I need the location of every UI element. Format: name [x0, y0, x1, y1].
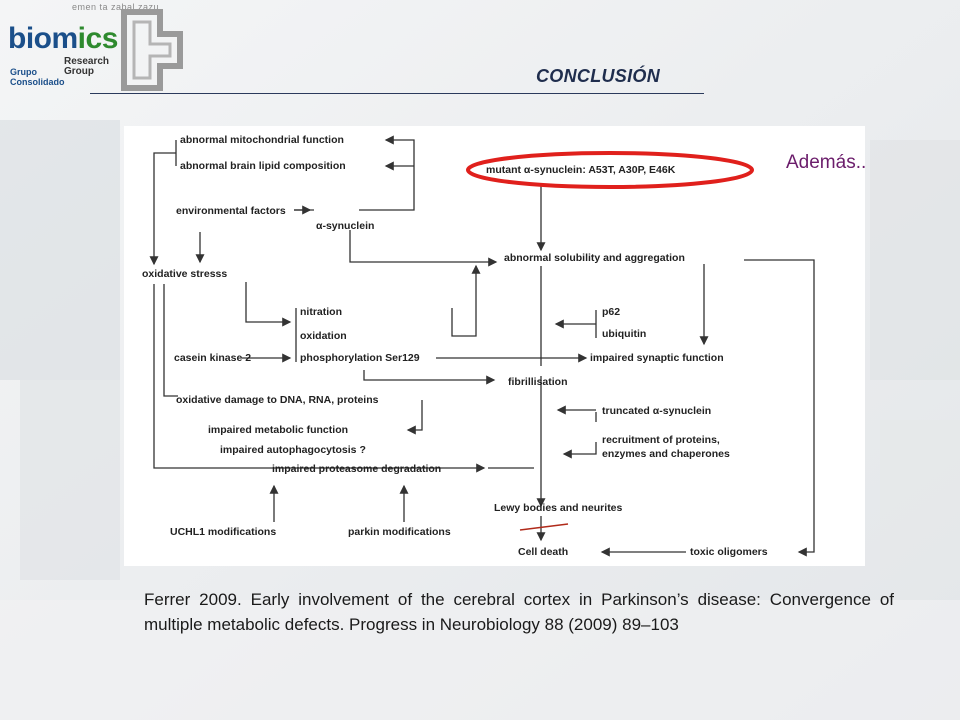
- truncated-prefix: truncated: [602, 405, 653, 417]
- logo-research-group: Research Group: [64, 57, 109, 77]
- pathway-diagram: abnormal mitochondrial function abnormal…: [124, 126, 865, 566]
- node-abnormal-brain-lipid: abnormal brain lipid composition: [180, 160, 346, 172]
- node-oxidative-damage: oxidative damage to DNA, RNA, proteins: [176, 394, 379, 406]
- asyn-label: -synuclein: [322, 220, 375, 232]
- node-impaired-synaptic-function: impaired synaptic function: [590, 352, 724, 364]
- page-title: CONCLUSIÓN: [536, 66, 660, 86]
- ademas-note: Además..: [786, 152, 867, 173]
- node-abnormal-solubility: abnormal solubility and aggregation: [504, 252, 685, 264]
- mutant-prefix: mutant: [486, 164, 524, 176]
- reference-citation: Ferrer 2009. Early involvement of the ce…: [144, 590, 894, 634]
- node-parkin-modifications: parkin modifications: [348, 526, 451, 538]
- logo-word-part1: biom: [8, 22, 78, 55]
- node-fibrillisation: fibrillisation: [508, 376, 568, 388]
- node-p62: p62: [602, 306, 621, 318]
- node-phosphorylation-ser129: phosphorylation Ser129: [300, 352, 420, 364]
- node-toxic-oligomers: toxic oligomers: [690, 546, 768, 558]
- logo-wordmark: biomics: [8, 22, 118, 56]
- node-abnormal-mitochondrial-function: abnormal mitochondrial function: [180, 134, 344, 146]
- node-ubiquitin: ubiquitin: [602, 328, 647, 340]
- diagram-connectors: [149, 135, 815, 557]
- alpha-glyph: α: [523, 164, 531, 176]
- logo-grupo-consolidado: Grupo Consolidado: [10, 67, 65, 87]
- logo-word-part2: ics: [77, 22, 119, 55]
- node-cell-death: Cell death: [518, 546, 569, 558]
- highlight-ellipse: [466, 151, 754, 189]
- node-impaired-metabolic-function: impaired metabolic function: [208, 424, 349, 436]
- header-divider: [90, 93, 704, 94]
- logo-grupo-line2: Consolidado: [10, 77, 65, 87]
- node-environmental-factors: environmental factors: [176, 205, 286, 217]
- mutant-suffix: -synuclein: A53T, A30P, E46K: [530, 164, 676, 176]
- node-truncated-alpha-synuclein: truncated α-synuclein: [602, 405, 711, 417]
- node-casein-kinase-2: casein kinase 2: [174, 352, 252, 364]
- node-recruitment-line1: recruitment of proteins,: [602, 434, 720, 446]
- node-mutant-alpha-synuclein: mutant α-synuclein: A53T, A30P, E46K: [486, 164, 675, 176]
- biomics-logo: emen ta zabal zazu biomics Research Grou…: [0, 0, 200, 95]
- truncated-suffix: -synuclein: [659, 405, 712, 417]
- logo-grupo-line1: Grupo: [10, 67, 37, 77]
- logo-tagline: emen ta zabal zazu: [72, 2, 160, 12]
- crossed-arrow-mark: [519, 523, 569, 531]
- node-alpha-synuclein: α-synuclein: [316, 220, 374, 232]
- node-uchl1-modifications: UCHL1 modifications: [170, 526, 277, 538]
- node-nitration: nitration: [300, 306, 342, 318]
- node-impaired-proteasome: impaired proteasome degradation: [272, 463, 442, 475]
- asyn-alpha-glyph: α: [316, 220, 323, 232]
- node-lewy-bodies: Lewy bodies and neurites: [494, 502, 623, 514]
- logo-research-line2: Group: [64, 66, 94, 77]
- node-impaired-autophagocytosis: impaired autophagocytosis ?: [220, 444, 366, 456]
- node-oxidation: oxidation: [300, 330, 347, 342]
- university-emblem-icon: [121, 9, 183, 91]
- truncated-alpha-glyph: α: [652, 405, 660, 417]
- logo-research-line1: Research: [64, 56, 110, 67]
- node-recruitment-line2: enzymes and chaperones: [602, 448, 730, 460]
- node-oxidative-stress: oxidative stresss: [142, 268, 228, 280]
